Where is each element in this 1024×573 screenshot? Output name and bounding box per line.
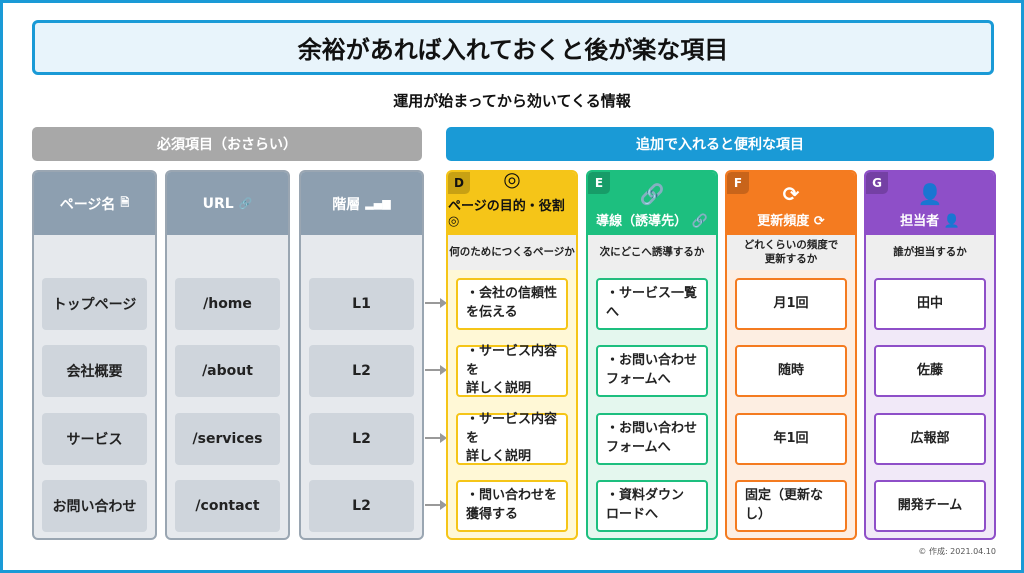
- column-question: どれくらいの頻度で 更新するか: [727, 235, 855, 270]
- table-cell: 開発チーム: [874, 480, 986, 532]
- person-icon: 👤: [917, 182, 943, 206]
- table-cell: ・会社の信頼性 を伝える: [456, 278, 568, 330]
- arrow-icon: [425, 500, 447, 510]
- column-letter: E: [588, 172, 610, 194]
- column-question: 何のためにつくるページか: [448, 235, 576, 270]
- required-header: 必須項目（おさらい）: [32, 127, 422, 161]
- required-column: ページ名 🗎 トップページ会社概要サービスお問い合わせ: [32, 170, 157, 540]
- table-cell: 月1回: [735, 278, 847, 330]
- table-cell: 会社概要: [42, 345, 147, 397]
- table-cell: トップページ: [42, 278, 147, 330]
- table-cell: L2: [309, 413, 414, 465]
- optional-header: 追加で入れると便利な項目: [446, 127, 994, 161]
- table-cell: ・サービス内容を 詳しく説明: [456, 412, 568, 465]
- bar-chart-icon: ▂▄▆: [365, 197, 391, 210]
- column-label: 担当者 👤: [900, 214, 960, 229]
- table-cell: /services: [175, 413, 280, 465]
- target-icon: ◎: [503, 170, 521, 191]
- table-cell: お問い合わせ: [42, 480, 147, 532]
- column-letter: G: [866, 172, 888, 194]
- table-cell: L1: [309, 278, 414, 330]
- table-cell: /home: [175, 278, 280, 330]
- optional-column-d: D ◎ ページの目的・役割 ◎ 何のためにつくるページか・会社の信頼性 を伝える・サー…: [446, 170, 578, 540]
- footer-credit: © 作成: 2021.04.10: [918, 547, 996, 556]
- arrow-icon: [425, 365, 447, 375]
- column-letter: D: [448, 172, 470, 194]
- table-cell: ・資料ダウン ロードへ: [596, 480, 708, 532]
- table-cell: 田中: [874, 278, 986, 330]
- table-cell: L2: [309, 480, 414, 532]
- table-cell: ・サービス内容を 詳しく説明: [456, 344, 568, 397]
- column-label: 階層: [332, 196, 361, 213]
- table-cell: 佐藤: [874, 345, 986, 397]
- column-header: G 👤 担当者 👤: [866, 172, 994, 235]
- table-cell: 年1回: [735, 413, 847, 465]
- table-cell: /about: [175, 345, 280, 397]
- column-header: F ⟳ 更新頻度 ⟳: [727, 172, 855, 235]
- column-label: 導線（誘導先） 🔗: [596, 214, 708, 229]
- optional-column-e: E 🔗 導線（誘導先） 🔗 次にどこへ誘導するか・サービス一覧へ・お問い合わせ フォー…: [586, 170, 718, 540]
- table-cell: 固定（更新なし）: [735, 480, 847, 532]
- document-icon: 🗎: [120, 196, 130, 209]
- column-label: 更新頻度 ⟳: [757, 214, 825, 229]
- table-cell: ・問い合わせを 獲得する: [456, 480, 568, 532]
- arrow-icon: [425, 298, 447, 308]
- table-cell: 広報部: [874, 413, 986, 465]
- table-cell: /contact: [175, 480, 280, 532]
- column-question: 次にどこへ誘導するか: [588, 235, 716, 270]
- table-cell: 随時: [735, 345, 847, 397]
- required-column: URL 🔗 /home/about/services/contact: [165, 170, 290, 540]
- table-cell: ・お問い合わせ フォームへ: [596, 345, 708, 397]
- table-cell: L2: [309, 345, 414, 397]
- optional-column-g: G 👤 担当者 👤 誰が担当するか田中佐藤広報部開発チーム: [864, 170, 996, 540]
- arrow-icon: [425, 433, 447, 443]
- table-cell: ・サービス一覧へ: [596, 278, 708, 330]
- column-label: ページの目的・役割 ◎: [448, 199, 565, 229]
- column-header: E 🔗 導線（誘導先） 🔗: [588, 172, 716, 235]
- table-cell: ・お問い合わせ フォームへ: [596, 413, 708, 465]
- column-header: ページ名 🗎: [34, 172, 155, 235]
- link-icon: 🔗: [639, 182, 665, 206]
- column-header: URL 🔗: [167, 172, 288, 235]
- column-header: D ◎ ページの目的・役割 ◎: [448, 172, 576, 235]
- refresh-icon: ⟳: [782, 182, 800, 206]
- column-label: URL: [202, 195, 234, 212]
- table-cell: サービス: [42, 413, 147, 465]
- column-letter: F: [727, 172, 749, 194]
- optional-column-f: F ⟳ 更新頻度 ⟳ どれくらいの頻度で 更新するか月1回随時年1回固定（更新なし）: [725, 170, 857, 540]
- link-icon: 🔗: [238, 197, 253, 210]
- column-label: ページ名: [59, 196, 116, 213]
- column-header: 階層 ▂▄▆: [301, 172, 422, 235]
- column-question: 誰が担当するか: [866, 235, 994, 270]
- page-title: 余裕があれば入れておくと後が楽な項目: [32, 20, 994, 75]
- subtitle: 運用が始まってから効いてくる情報: [393, 92, 631, 110]
